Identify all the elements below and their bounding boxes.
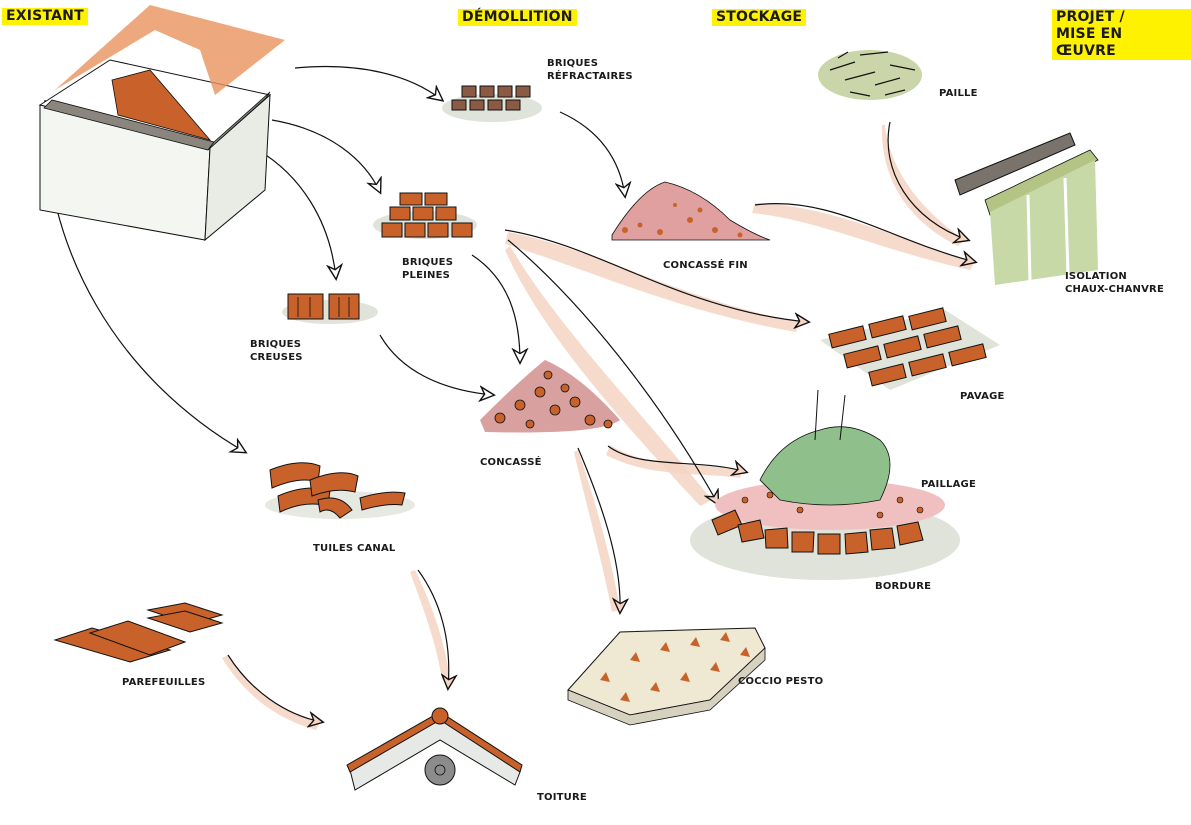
- column-header-label: MISE EN ŒUVRE: [1056, 26, 1123, 59]
- building-section-icon: [38, 5, 285, 242]
- column-header-existant: EXISTANT: [2, 8, 88, 25]
- column-header-label: EXISTANT: [6, 8, 84, 24]
- arrow-concasse-to-paillage: [607, 445, 746, 472]
- label-briques-pleines: BRIQUES PLEINES: [402, 256, 453, 282]
- label-line: BORDURE: [875, 581, 932, 592]
- arrow-paille-to-isolation: [887, 121, 968, 240]
- flow-tuiles-to-toiture: [410, 570, 450, 680]
- label-paillage: PAILLAGE: [921, 478, 976, 491]
- label-briques-refractaires: BRIQUES RÉFRACTAIRES: [547, 57, 633, 83]
- label-line: PAVAGE: [960, 391, 1005, 402]
- arrow-existant-to-creuses: [257, 149, 336, 278]
- flow-paille-to-isolation: [881, 125, 965, 246]
- label-briques-creuses: BRIQUES CREUSES: [250, 338, 303, 364]
- arrow-pleines-to-bordure: [507, 239, 718, 504]
- label-tuiles-canal: TUILES CANAL: [313, 542, 396, 555]
- arrow-pleines-to-concasse: [471, 254, 520, 362]
- label-line: ISOLATION: [1065, 271, 1127, 282]
- column-header-label: DÉMOLLITION: [462, 9, 573, 25]
- label-line: CHAUX-CHANVRE: [1065, 284, 1164, 295]
- label-line: BRIQUES: [547, 58, 599, 69]
- label-coccio-pesto: COCCIO PESTO: [738, 675, 823, 688]
- label-line: TOITURE: [537, 792, 587, 803]
- label-line: CONCASSÉ FIN: [663, 260, 748, 271]
- arrow-creuses-to-concasse: [379, 334, 493, 395]
- arrow-pleines-to-pavage: [504, 229, 808, 322]
- plant-icon: [759, 389, 891, 506]
- solid-bricks-icon: [373, 192, 477, 239]
- label-paille: PAILLE: [939, 87, 978, 100]
- arrow-refractaires-to-concassefin: [559, 111, 625, 196]
- flow-parefeuilles-to-toiture: [222, 655, 320, 730]
- column-header-demolition: DÉMOLLITION: [458, 9, 577, 26]
- garden-bed-icon: [690, 389, 960, 580]
- label-isolation: ISOLATION CHAUX-CHANVRE: [1065, 270, 1164, 296]
- coccio-pesto-slab-icon: [567, 627, 766, 726]
- mulch-icon: [741, 491, 924, 519]
- label-line: COCCIO PESTO: [738, 676, 824, 687]
- paving-icon: [820, 307, 1000, 390]
- label-line: PAILLAGE: [921, 479, 976, 490]
- arrow-concasse-to-coccio: [577, 447, 620, 612]
- label-line: BRIQUES: [402, 257, 454, 268]
- label-parefeuilles: PAREFEUILLES: [122, 676, 205, 689]
- label-line: TUILES CANAL: [313, 543, 396, 554]
- label-toiture: TOITURE: [537, 791, 587, 804]
- flow-concassefin-to-isolation: [752, 203, 975, 270]
- label-pavage: PAVAGE: [960, 390, 1005, 403]
- flat-tiles-icon: [53, 602, 224, 663]
- label-line: CREUSES: [250, 352, 303, 363]
- label-line: PLEINES: [402, 270, 451, 281]
- flow-concasse-to-coccio: [574, 450, 620, 612]
- column-header-label: PROJET /: [1056, 9, 1125, 25]
- hemp-lime-wall-icon: [954, 132, 1099, 285]
- border-bricks-icon: [711, 509, 924, 555]
- canal-tiles-icon: [265, 462, 415, 519]
- roof-ridge-icon: [346, 707, 523, 791]
- flow-concasse-to-paillage: [606, 445, 742, 478]
- label-line: BRIQUES: [250, 339, 302, 350]
- label-line: CONCASSÉ: [480, 457, 542, 468]
- label-concasse-fin: CONCASSÉ FIN: [663, 259, 748, 272]
- flow-pleines-to-bordure: [505, 246, 712, 506]
- label-bordure: BORDURE: [875, 580, 931, 593]
- fine-crushed-pile-icon: [611, 181, 771, 241]
- flow-lines: [44, 65, 975, 722]
- straw-icon: [818, 50, 922, 100]
- crushed-pile-icon: [480, 360, 620, 433]
- label-line: RÉFRACTAIRES: [547, 71, 633, 82]
- column-header-stockage: STOCKAGE: [712, 9, 807, 26]
- label-line: PAREFEUILLES: [122, 677, 206, 688]
- arrow-tuiles-to-toiture: [417, 569, 449, 688]
- label-concasse: CONCASSÉ: [480, 456, 542, 469]
- column-header-projet: PROJET / MISE EN ŒUVRE: [1052, 9, 1191, 60]
- arrow-existant-to-pleines: [271, 119, 380, 192]
- arrow-concassefin-to-isolation: [754, 203, 975, 262]
- column-header-label: STOCKAGE: [716, 9, 803, 25]
- arrow-parefeuilles-to-toiture: [227, 654, 322, 722]
- arrow-existant-to-refractaires: [294, 65, 442, 100]
- label-line: PAILLE: [939, 88, 978, 99]
- refractory-bricks-icon: [442, 85, 542, 122]
- hollow-bricks-icon: [282, 293, 378, 324]
